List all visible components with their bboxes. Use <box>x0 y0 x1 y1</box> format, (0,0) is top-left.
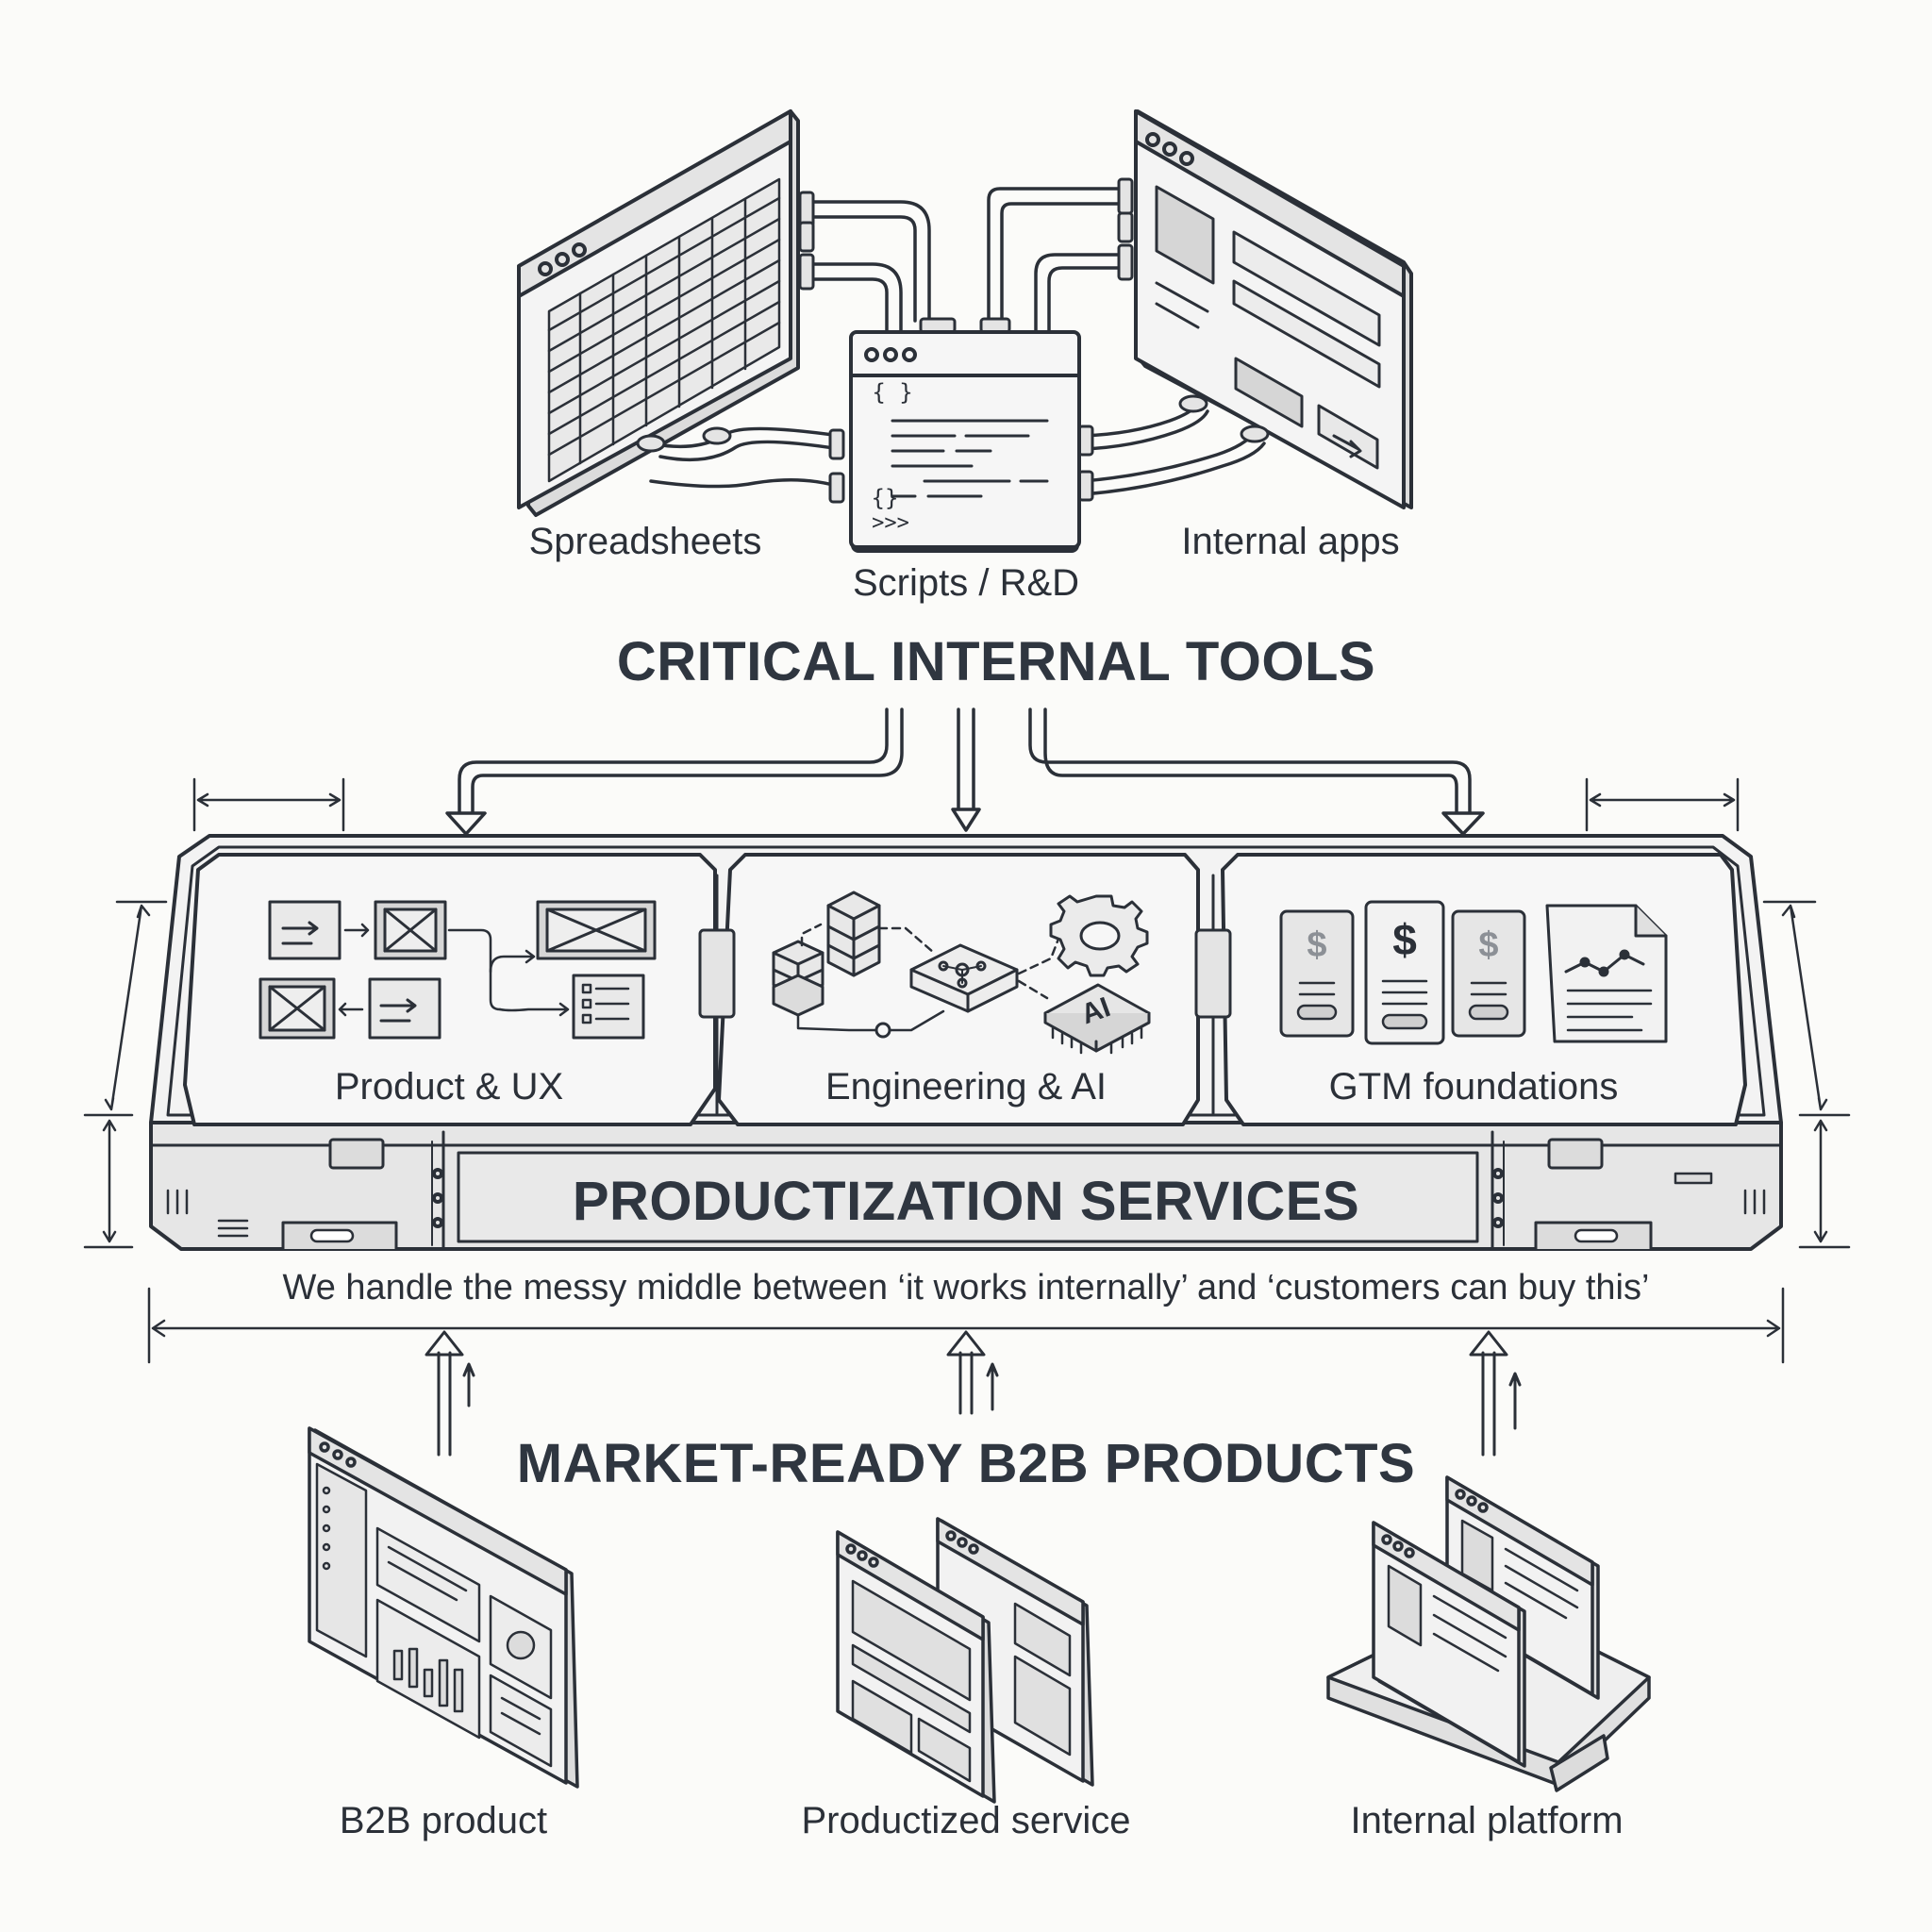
up-arrow-center <box>946 1330 999 1415</box>
down-arrow-right <box>1028 708 1485 836</box>
tagline: We handle the messy middle between ‘it w… <box>282 1268 1650 1307</box>
label-gtm-foundations: GTM foundations <box>1328 1066 1619 1108</box>
up-arrow-right <box>1469 1330 1522 1457</box>
dimension-markers <box>83 777 1851 1364</box>
label-engineering-ai: Engineering & AI <box>825 1066 1107 1108</box>
productized-service-icon <box>836 1517 1094 1804</box>
scripts-code-window <box>849 330 1081 553</box>
code-brace-top: { } <box>872 379 913 406</box>
up-arrow-left <box>425 1330 475 1457</box>
code-prompt: >>> <box>872 511 909 535</box>
pricing-cards-icon: $ $ $ <box>1279 900 1526 1045</box>
down-arrow-center <box>951 708 981 832</box>
price-symbol-3: $ <box>1478 925 1498 965</box>
gear-icon <box>1049 894 1149 977</box>
internal-apps-icon <box>1134 109 1413 509</box>
label-b2b-product: B2B product <box>339 1800 548 1841</box>
ai-chip-icon: AI <box>1043 983 1151 1055</box>
heading-productization-services: PRODUCTIZATION SERVICES <box>572 1171 1360 1232</box>
code-brace-bottom: {} <box>871 485 899 511</box>
internal-platform-icon <box>1326 1475 1651 1792</box>
panel-connectors <box>698 874 1232 1115</box>
price-symbol-1: $ <box>1307 925 1326 965</box>
price-symbol-2: $ <box>1392 915 1417 964</box>
label-spreadsheets: Spreadsheets <box>528 521 762 562</box>
report-document-icon <box>1545 904 1668 1043</box>
label-internal-platform: Internal platform <box>1350 1800 1624 1841</box>
label-product-ux: Product & UX <box>334 1066 564 1108</box>
label-productized-service: Productized service <box>801 1800 1131 1841</box>
b2b-product-icon <box>308 1426 579 1789</box>
wireframe-flow-icon <box>258 900 657 1040</box>
heading-critical-internal-tools: CRITICAL INTERNAL TOOLS <box>616 631 1376 692</box>
label-internal-apps: Internal apps <box>1181 521 1400 562</box>
label-scripts-rd: Scripts / R&D <box>852 562 1080 604</box>
engineering-network-icon <box>772 891 1062 1039</box>
spreadsheet-icon <box>517 109 800 517</box>
down-arrow-left <box>445 708 904 836</box>
heading-market-ready-b2b-products: MARKET-READY B2B PRODUCTS <box>516 1433 1416 1494</box>
